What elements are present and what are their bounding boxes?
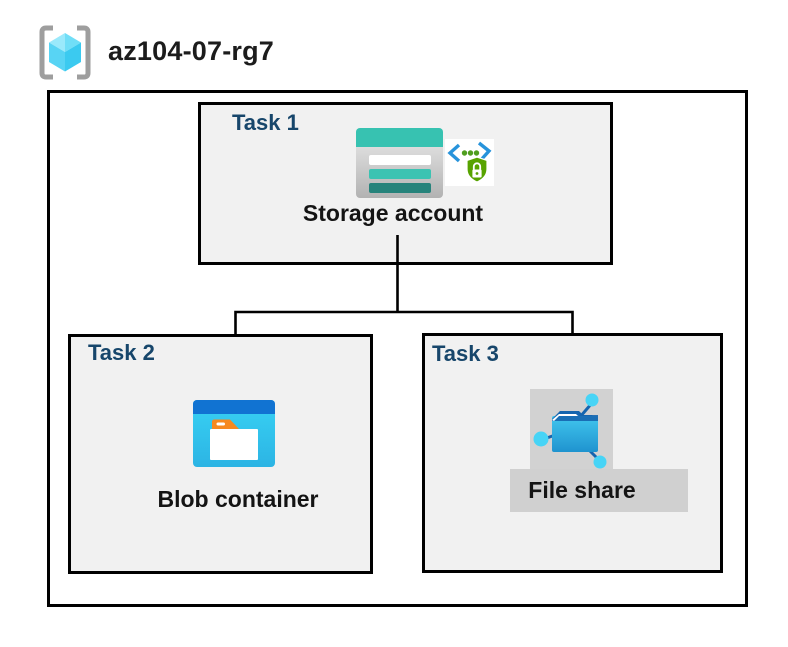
task3-label: Task 3 [432,341,499,366]
file-share-label: File share [528,477,636,503]
blob-container-label: Blob container [157,486,319,512]
task2-label: Task 2 [88,340,155,365]
task1-label: Task 1 [232,110,299,135]
storage-account-icon [356,128,443,198]
blob-container-icon [193,400,275,467]
file-share-icon [530,389,613,469]
resource-group-name: az104-07-rg7 [108,36,274,66]
resource-group-icon [38,25,92,80]
shared-access-signature-icon [445,139,494,186]
storage-account-label: Storage account [302,200,484,226]
file-share-label-bg: File share [510,469,688,512]
